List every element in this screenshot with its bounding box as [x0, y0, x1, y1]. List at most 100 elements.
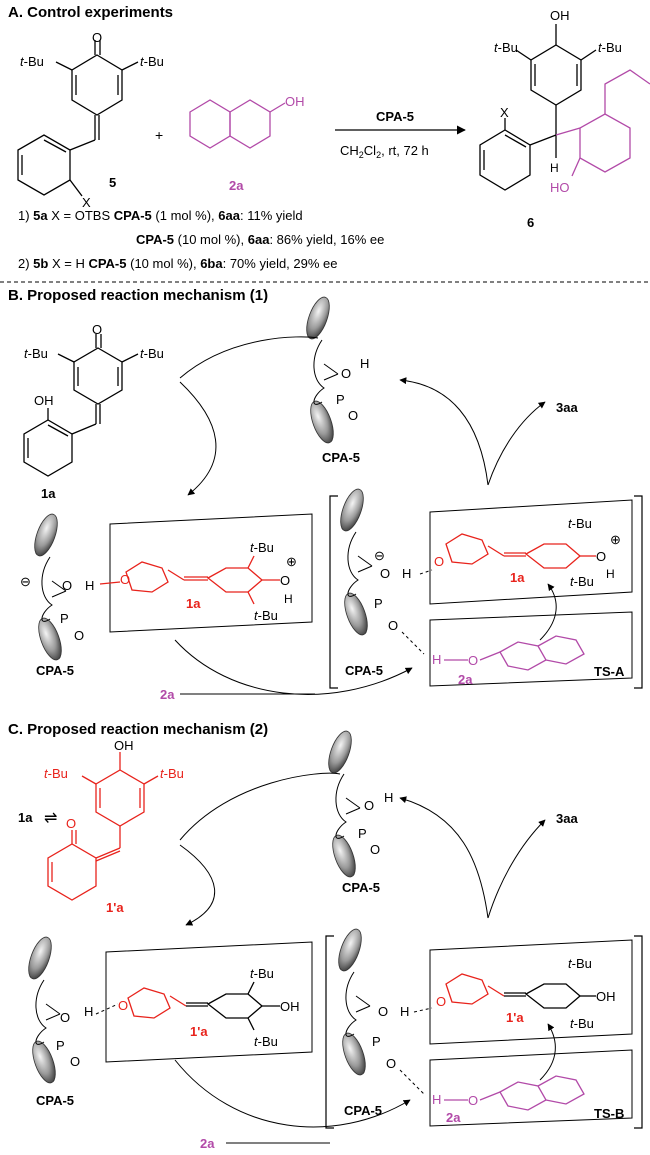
ts-a-p: P [374, 596, 383, 611]
b-left-1a-structure [99, 555, 280, 605]
b-left-o: O [62, 578, 72, 593]
ts-b-1pa-label: 1'a [506, 1010, 524, 1025]
ts-a-oh-h: H [606, 567, 615, 581]
ts-a-o-red: O [434, 554, 444, 569]
compound-3aa-label-c: 3aa [556, 811, 578, 826]
ts-b-cpa-label: CPA-5 [344, 1103, 382, 1118]
ts-a-o: O [380, 566, 390, 581]
section-b-title: B. Proposed reaction mechanism (1) [8, 287, 268, 304]
ts-a-hbond-1 [419, 569, 433, 575]
cpa-top-h: H [360, 356, 369, 371]
ts-a-cpa-label: CPA-5 [345, 663, 383, 678]
c5-tbu-right: t-Bu [140, 54, 164, 69]
ts-b-tbu-bottom: t-Bu [570, 1016, 594, 1031]
ts-a-brackets [329, 495, 643, 689]
c6-tbu-left: t-Bu [494, 40, 518, 55]
section-a-title: A. Control experiments [8, 4, 173, 21]
c5-oxygen: O [92, 30, 102, 45]
ts-b-brackets [325, 935, 643, 1129]
cpa-5-label-left-b: CPA-5 [36, 663, 74, 678]
c-left-1pa-label: 1'a [190, 1024, 208, 1039]
c-left-o2: O [70, 1054, 80, 1069]
compound-6-naphthol [555, 69, 650, 177]
ts-b-2a-h: H [432, 1092, 441, 1107]
cpa-5-ts-a [335, 485, 373, 639]
compound-1a-label-b: 1a [41, 486, 56, 501]
c-left-tbu-top: t-Bu [250, 966, 274, 981]
ts-b-hbond-2 [399, 1069, 425, 1095]
cpa-top-c-h: H [384, 790, 393, 805]
b-left-p: P [60, 611, 69, 626]
ts-a-anion: ⊖ [374, 548, 385, 563]
b-left-cation: ⊕ [286, 554, 297, 569]
c-left-oh: OH [280, 999, 300, 1014]
b-left-anion: ⊖ [20, 574, 31, 589]
arrow-release-3aa-c [487, 819, 546, 919]
ts-b-tbu-top: t-Bu [568, 956, 592, 971]
cpa-top-p: P [336, 392, 345, 407]
arrow-release-cpa-c [399, 796, 489, 919]
ts-a-tbu-bottom: t-Bu [570, 574, 594, 589]
c1pa-tbu-left: t-Bu [44, 766, 68, 781]
ts-a-1a-label: 1a [510, 570, 525, 585]
b-left-h: H [85, 578, 94, 593]
c-left-o-red: O [118, 998, 128, 1013]
c1pa-tbu-right: t-Bu [160, 766, 184, 781]
ts-a-o2: O [388, 618, 398, 633]
arrow-conditions: CH2Cl2, rt, 72 h [340, 143, 429, 160]
ts-b-p: P [372, 1034, 381, 1049]
b-left-plane [109, 513, 313, 633]
cpa-5-top-b [301, 293, 339, 447]
c6-h: H [550, 161, 559, 175]
compound-2a-label: 2a [229, 178, 244, 193]
c6-tbu-right: t-Bu [598, 40, 622, 55]
arrow-catalyst: CPA-5 [376, 109, 414, 124]
ts-b-o: O [378, 1004, 388, 1019]
b-left-o2: O [74, 628, 84, 643]
c-left-plane [105, 941, 313, 1063]
arrow-cpa-in [179, 336, 319, 379]
c1a-oh: OH [34, 393, 54, 408]
experiment-1b: CPA-5 (10 mol %), 6aa: 86% yield, 16% ee [136, 232, 384, 247]
ts-a-label: TS-A [594, 664, 625, 679]
cpa-top-o2: O [348, 408, 358, 423]
c6-oh: OH [550, 8, 570, 23]
ts-b-o2: O [386, 1056, 396, 1071]
ts-a-oh-o: O [596, 549, 606, 564]
ts-b-h: H [400, 1004, 409, 1019]
ts-a-lower-plane [429, 611, 633, 687]
arrow-1a-to-complex [179, 381, 217, 496]
arrow-cpa-c-in [179, 772, 341, 841]
compound-3aa-label-b: 3aa [556, 400, 578, 415]
ts-a-cation: ⊕ [610, 532, 621, 547]
ts-b-label: TS-B [594, 1106, 624, 1121]
compound-2a-structure [189, 99, 286, 149]
plus-sign: + [155, 127, 163, 143]
ts-a-attack-arrow [539, 583, 557, 641]
compound-1pa-label-c: 1'a [106, 900, 124, 915]
c5-tbu-left: t-Bu [20, 54, 44, 69]
ts-b-o-red: O [436, 994, 446, 1009]
c-left-h: H [84, 1004, 93, 1019]
cpa-top-o: O [341, 366, 351, 381]
cpa-5-left-c [23, 933, 61, 1087]
ts-a-2a-o: O [468, 653, 478, 668]
b-left-1a-label: 1a [186, 596, 201, 611]
compound-1a-label-c: 1a [18, 810, 33, 825]
compound-5-structure [17, 40, 139, 197]
ts-b-2a-label: 2a [446, 1110, 461, 1125]
c5-x: X [82, 195, 91, 210]
ts-b-1pa-structure [445, 973, 505, 1005]
cpa-top-c-o: O [364, 798, 374, 813]
b-left-o-red: O [120, 572, 130, 587]
equilibrium-arrow: ⇌ [44, 810, 57, 827]
c-left-tbu-bottom: t-Bu [254, 1034, 278, 1049]
ts-a-2a-label: 2a [458, 672, 473, 687]
c-left-hbond [95, 1003, 119, 1015]
c1a-oxygen: O [92, 322, 102, 337]
compound-1pa-structure [47, 752, 159, 901]
ts-b-2a-o: O [468, 1093, 478, 1108]
ts-a-2a-structure [444, 635, 585, 671]
ts-b-hbond-1 [413, 1007, 433, 1013]
